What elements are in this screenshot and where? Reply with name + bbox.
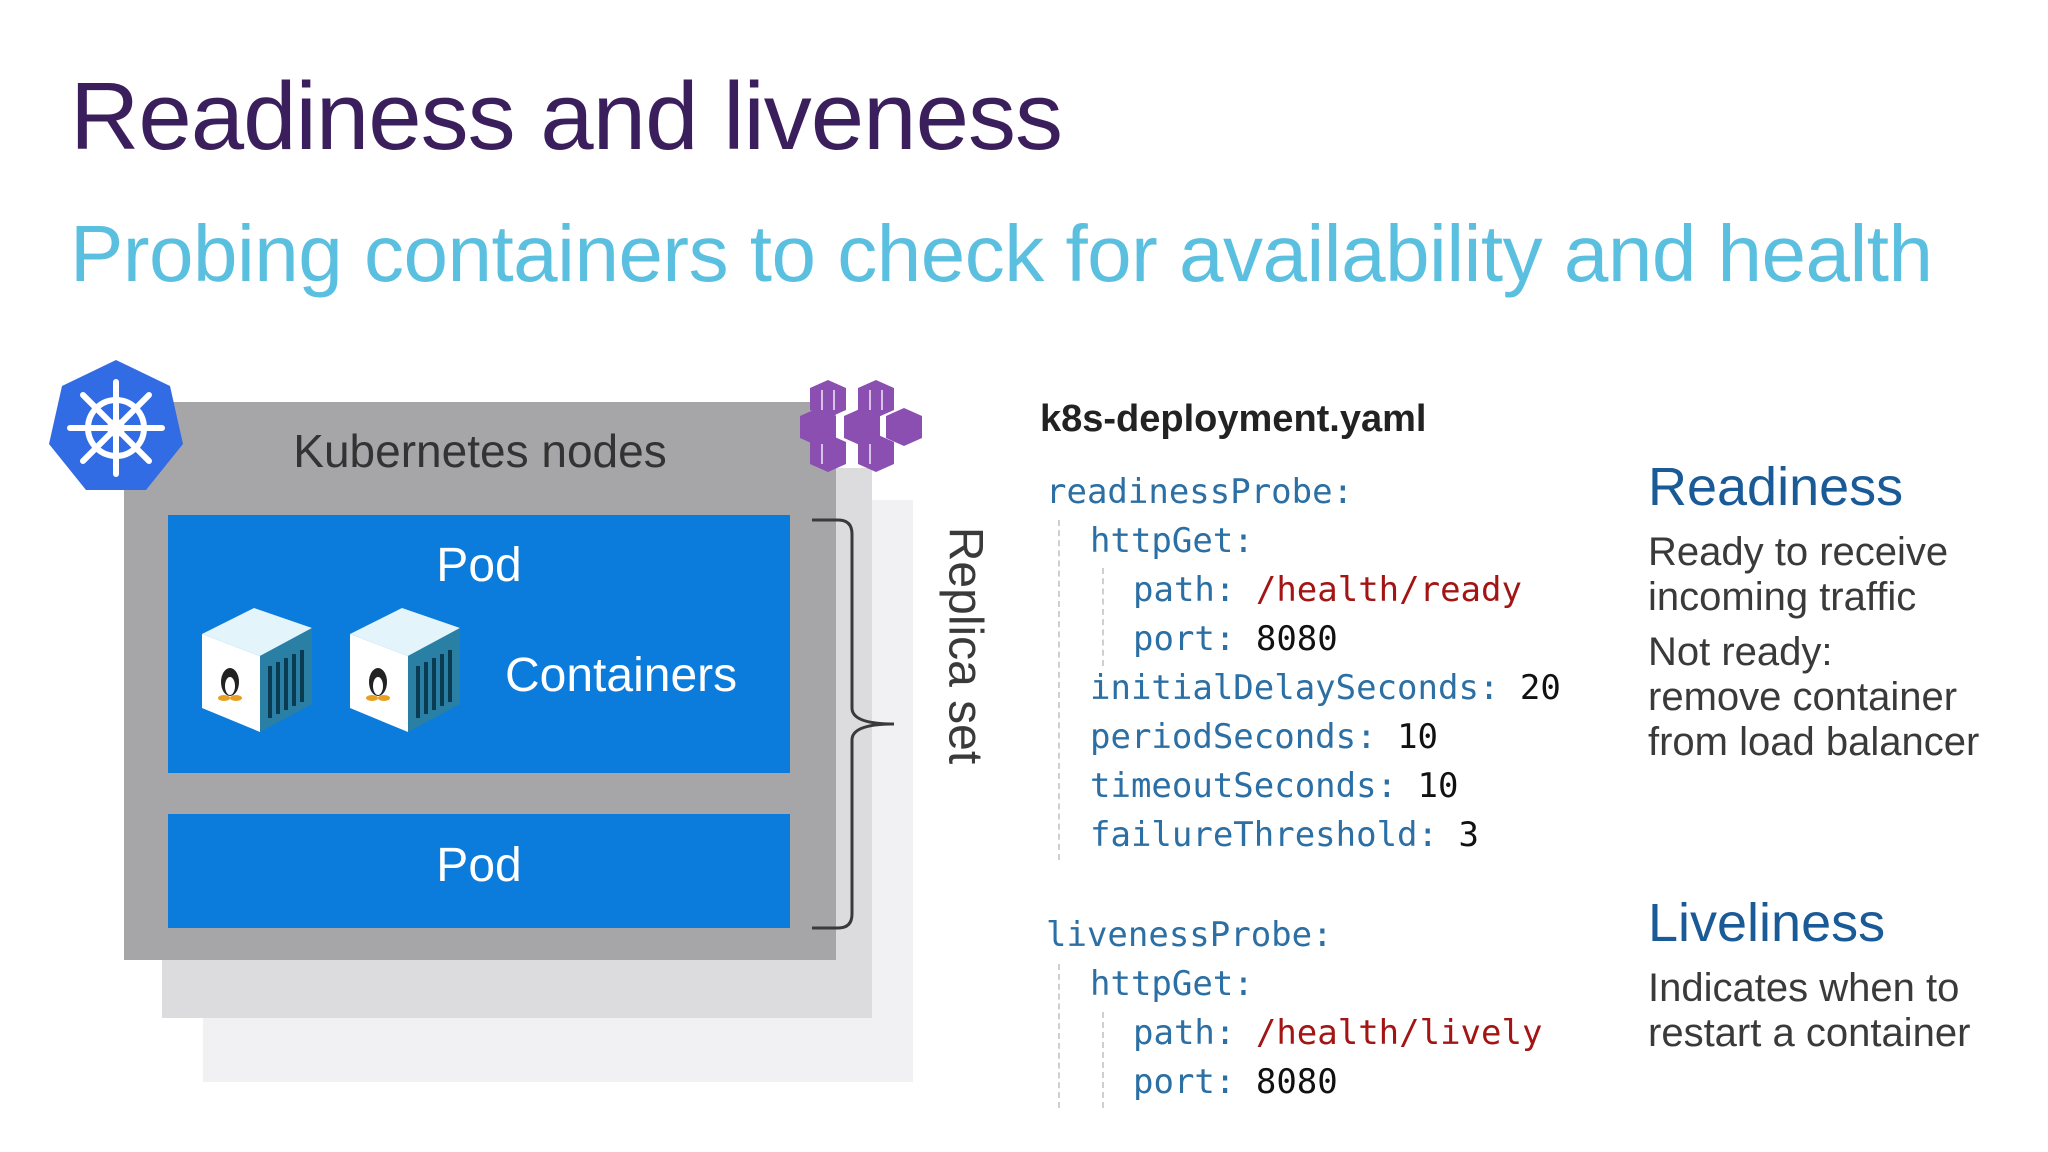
yaml-key: failureThreshold: xyxy=(1090,815,1438,855)
yaml-readiness-probe-line: readinessProbe: xyxy=(1046,472,1353,512)
yaml-key: initialDelaySeconds: xyxy=(1090,668,1500,708)
note-line: from load balancer xyxy=(1648,720,1980,764)
yaml-line: port: 8080 xyxy=(1133,619,1338,659)
yaml-line: path: /health/ready xyxy=(1133,570,1522,610)
note-line: incoming traffic xyxy=(1648,575,1917,619)
yaml-string-value: /health/lively xyxy=(1255,1013,1543,1053)
pod-box-2 xyxy=(168,814,790,928)
note-line: Indicates when to xyxy=(1648,966,1960,1010)
note-line: Not ready: xyxy=(1648,630,1833,674)
yaml-key: timeoutSeconds: xyxy=(1090,766,1398,806)
readiness-heading: Readiness xyxy=(1648,457,1904,517)
yaml-key: path: xyxy=(1133,1013,1236,1053)
yaml-number-value: 8080 xyxy=(1255,619,1338,659)
yaml-line: path: /health/lively xyxy=(1133,1013,1542,1053)
yaml-number-value: 10 xyxy=(1417,766,1459,806)
yaml-number-value: 3 xyxy=(1458,815,1479,855)
container-cluster-icon xyxy=(800,380,922,472)
yaml-line: failureThreshold: 3 xyxy=(1090,815,1479,855)
yaml-key: port: xyxy=(1133,619,1236,659)
not-ready-description: Not ready: remove container from load ba… xyxy=(1648,630,1979,765)
readiness-description: Ready to receive incoming traffic xyxy=(1648,530,1948,620)
kubernetes-helm-icon xyxy=(49,360,183,490)
yaml-line: timeoutSeconds: 10 xyxy=(1090,766,1458,806)
linux-container-icon xyxy=(350,608,460,732)
pod-label-1: Pod xyxy=(436,539,522,592)
yaml-number-value: 10 xyxy=(1397,717,1439,757)
yaml-filename: k8s-deployment.yaml xyxy=(1040,398,1427,440)
replica-set-label: Replica set xyxy=(938,526,992,765)
linux-container-icon xyxy=(202,608,312,732)
yaml-line: periodSeconds: 10 xyxy=(1090,717,1438,757)
yaml-number-value: 8080 xyxy=(1255,1062,1338,1102)
indent-guide xyxy=(1058,520,1060,860)
replica-set-brace xyxy=(812,518,895,930)
liveliness-description: Indicates when to restart a container xyxy=(1648,966,1970,1056)
yaml-liveness-probe-line: livenessProbe: xyxy=(1046,915,1333,955)
liveliness-heading: Liveliness xyxy=(1648,893,1886,953)
yaml-line: httpGet: xyxy=(1090,521,1254,561)
yaml-key: livenessProbe: xyxy=(1046,915,1333,955)
note-line: remove container xyxy=(1648,675,1958,719)
yaml-line: port: 8080 xyxy=(1133,1062,1338,1102)
note-line: restart a container xyxy=(1648,1011,1971,1055)
yaml-number-value: 20 xyxy=(1519,668,1561,708)
yaml-key: periodSeconds: xyxy=(1090,717,1377,757)
yaml-key: readinessProbe: xyxy=(1046,472,1354,512)
yaml-key: port: xyxy=(1133,1062,1236,1102)
page-title: Readiness and liveness xyxy=(70,63,1063,170)
yaml-key: path: xyxy=(1133,570,1236,610)
indent-guide xyxy=(1102,1012,1104,1108)
indent-guide xyxy=(1102,568,1104,666)
containers-label: Containers xyxy=(505,649,738,702)
pod-label-2: Pod xyxy=(436,839,522,892)
yaml-line: httpGet: xyxy=(1090,964,1254,1004)
yaml-key: httpGet: xyxy=(1090,521,1254,561)
yaml-key: httpGet: xyxy=(1090,964,1254,1004)
kubernetes-nodes-label: Kubernetes nodes xyxy=(293,425,667,477)
yaml-string-value: /health/ready xyxy=(1255,570,1522,610)
page-subtitle: Probing containers to check for availabi… xyxy=(70,209,1933,298)
yaml-line: initialDelaySeconds: 20 xyxy=(1090,668,1561,708)
note-line: Ready to receive xyxy=(1648,530,1949,574)
indent-guide xyxy=(1058,964,1060,1108)
